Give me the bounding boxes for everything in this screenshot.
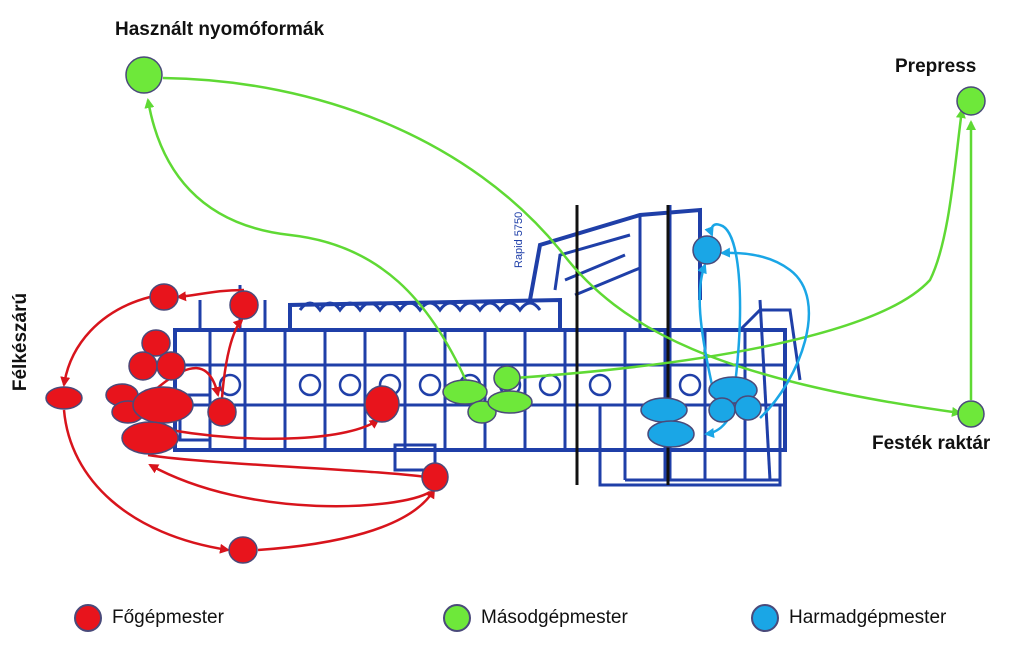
red-node bbox=[228, 536, 258, 564]
ink-store-label: Festék raktár bbox=[872, 433, 991, 454]
red-node bbox=[128, 351, 158, 381]
green-dot-icon bbox=[443, 604, 471, 632]
blue-arrow bbox=[720, 247, 811, 419]
green-arrow bbox=[162, 76, 962, 417]
green-node bbox=[487, 390, 533, 414]
legend-label: Harmadgépmester bbox=[789, 607, 947, 628]
red-arrow bbox=[62, 409, 230, 554]
blue-nodes bbox=[640, 235, 762, 448]
semi-finished-label: Félkészárú bbox=[10, 292, 31, 392]
blue-arrow bbox=[697, 263, 714, 386]
ink-store-node bbox=[957, 400, 985, 428]
red-arrow bbox=[147, 453, 434, 482]
red-node bbox=[132, 386, 194, 424]
red-dot-icon bbox=[74, 604, 102, 632]
red-arrow bbox=[257, 488, 436, 552]
blue-paths bbox=[697, 223, 811, 419]
blue-dot-icon bbox=[751, 604, 779, 632]
legend-label: Másodgépmester bbox=[481, 607, 628, 628]
legend-item-harmadgepmester: Harmadgépmester bbox=[751, 604, 946, 632]
red-node bbox=[121, 421, 179, 455]
blue-node bbox=[640, 397, 688, 423]
red-node bbox=[156, 351, 186, 381]
press-marking: Rapid 5750 bbox=[513, 212, 525, 268]
legend-item-fogepmester: Főgépmester bbox=[74, 604, 224, 632]
red-paths bbox=[60, 288, 436, 554]
legend-label: Főgépmester bbox=[112, 607, 224, 628]
red-arrow bbox=[154, 366, 222, 397]
used-plates-node bbox=[125, 56, 163, 94]
red-node bbox=[364, 385, 400, 423]
red-node bbox=[149, 283, 179, 311]
red-node bbox=[207, 397, 237, 427]
red-node bbox=[421, 462, 449, 492]
red-arrow bbox=[220, 318, 244, 399]
prepress-node bbox=[956, 86, 986, 116]
red-node bbox=[141, 329, 171, 357]
red-arrow bbox=[148, 463, 431, 508]
green-node bbox=[442, 379, 488, 405]
green-arrow bbox=[514, 108, 966, 380]
red-arrow bbox=[60, 295, 151, 387]
prepress-label: Prepress bbox=[895, 56, 977, 77]
blue-node bbox=[734, 395, 762, 421]
green-paths bbox=[144, 76, 976, 417]
blue-arrow bbox=[704, 223, 742, 386]
red-nodes bbox=[45, 283, 449, 564]
green-node bbox=[493, 365, 521, 391]
green-nodes bbox=[125, 56, 986, 428]
red-node bbox=[45, 386, 83, 410]
legend-item-masodgepmester: Másodgépmester bbox=[443, 604, 628, 632]
red-arrow bbox=[176, 288, 245, 302]
blue-node bbox=[647, 420, 695, 448]
blue-node bbox=[692, 235, 722, 265]
green-arrow bbox=[144, 98, 470, 386]
used-plates-label: Használt nyomóformák bbox=[115, 19, 325, 40]
blue-node bbox=[708, 397, 736, 423]
red-arrow bbox=[169, 418, 380, 440]
red-node bbox=[229, 290, 259, 320]
